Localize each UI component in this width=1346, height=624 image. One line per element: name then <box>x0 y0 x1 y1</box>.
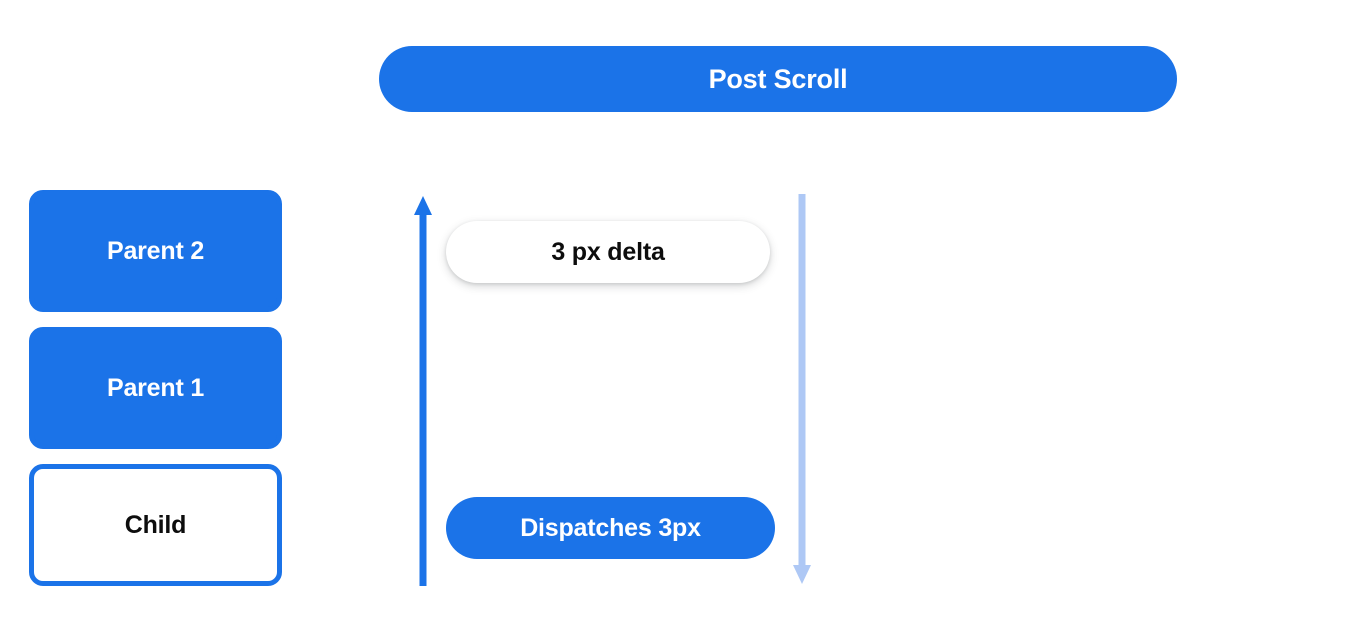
post-scroll-banner: Post Scroll <box>379 46 1177 112</box>
box-parent-2: Parent 2 <box>29 190 282 312</box>
delta-pill: 3 px delta <box>446 221 770 283</box>
post-scroll-banner-label: Post Scroll <box>708 63 848 94</box>
hierarchy-box-stack: Parent 2 Parent 1 Child <box>29 190 282 586</box>
box-child-label: Child <box>124 510 187 539</box>
scroll-up-arrow-icon <box>414 196 432 586</box>
dispatch-pill-label: Dispatches 3px <box>520 513 701 542</box>
delta-pill-label: 3 px delta <box>551 237 665 266</box>
box-parent-1-label: Parent 1 <box>106 373 205 402</box>
box-parent-2-label: Parent 2 <box>106 236 205 265</box>
box-child: Child <box>29 464 282 586</box>
dispatch-pill: Dispatches 3px <box>446 497 775 559</box>
scroll-down-arrow-icon <box>793 194 811 584</box>
box-parent-1: Parent 1 <box>29 327 282 449</box>
